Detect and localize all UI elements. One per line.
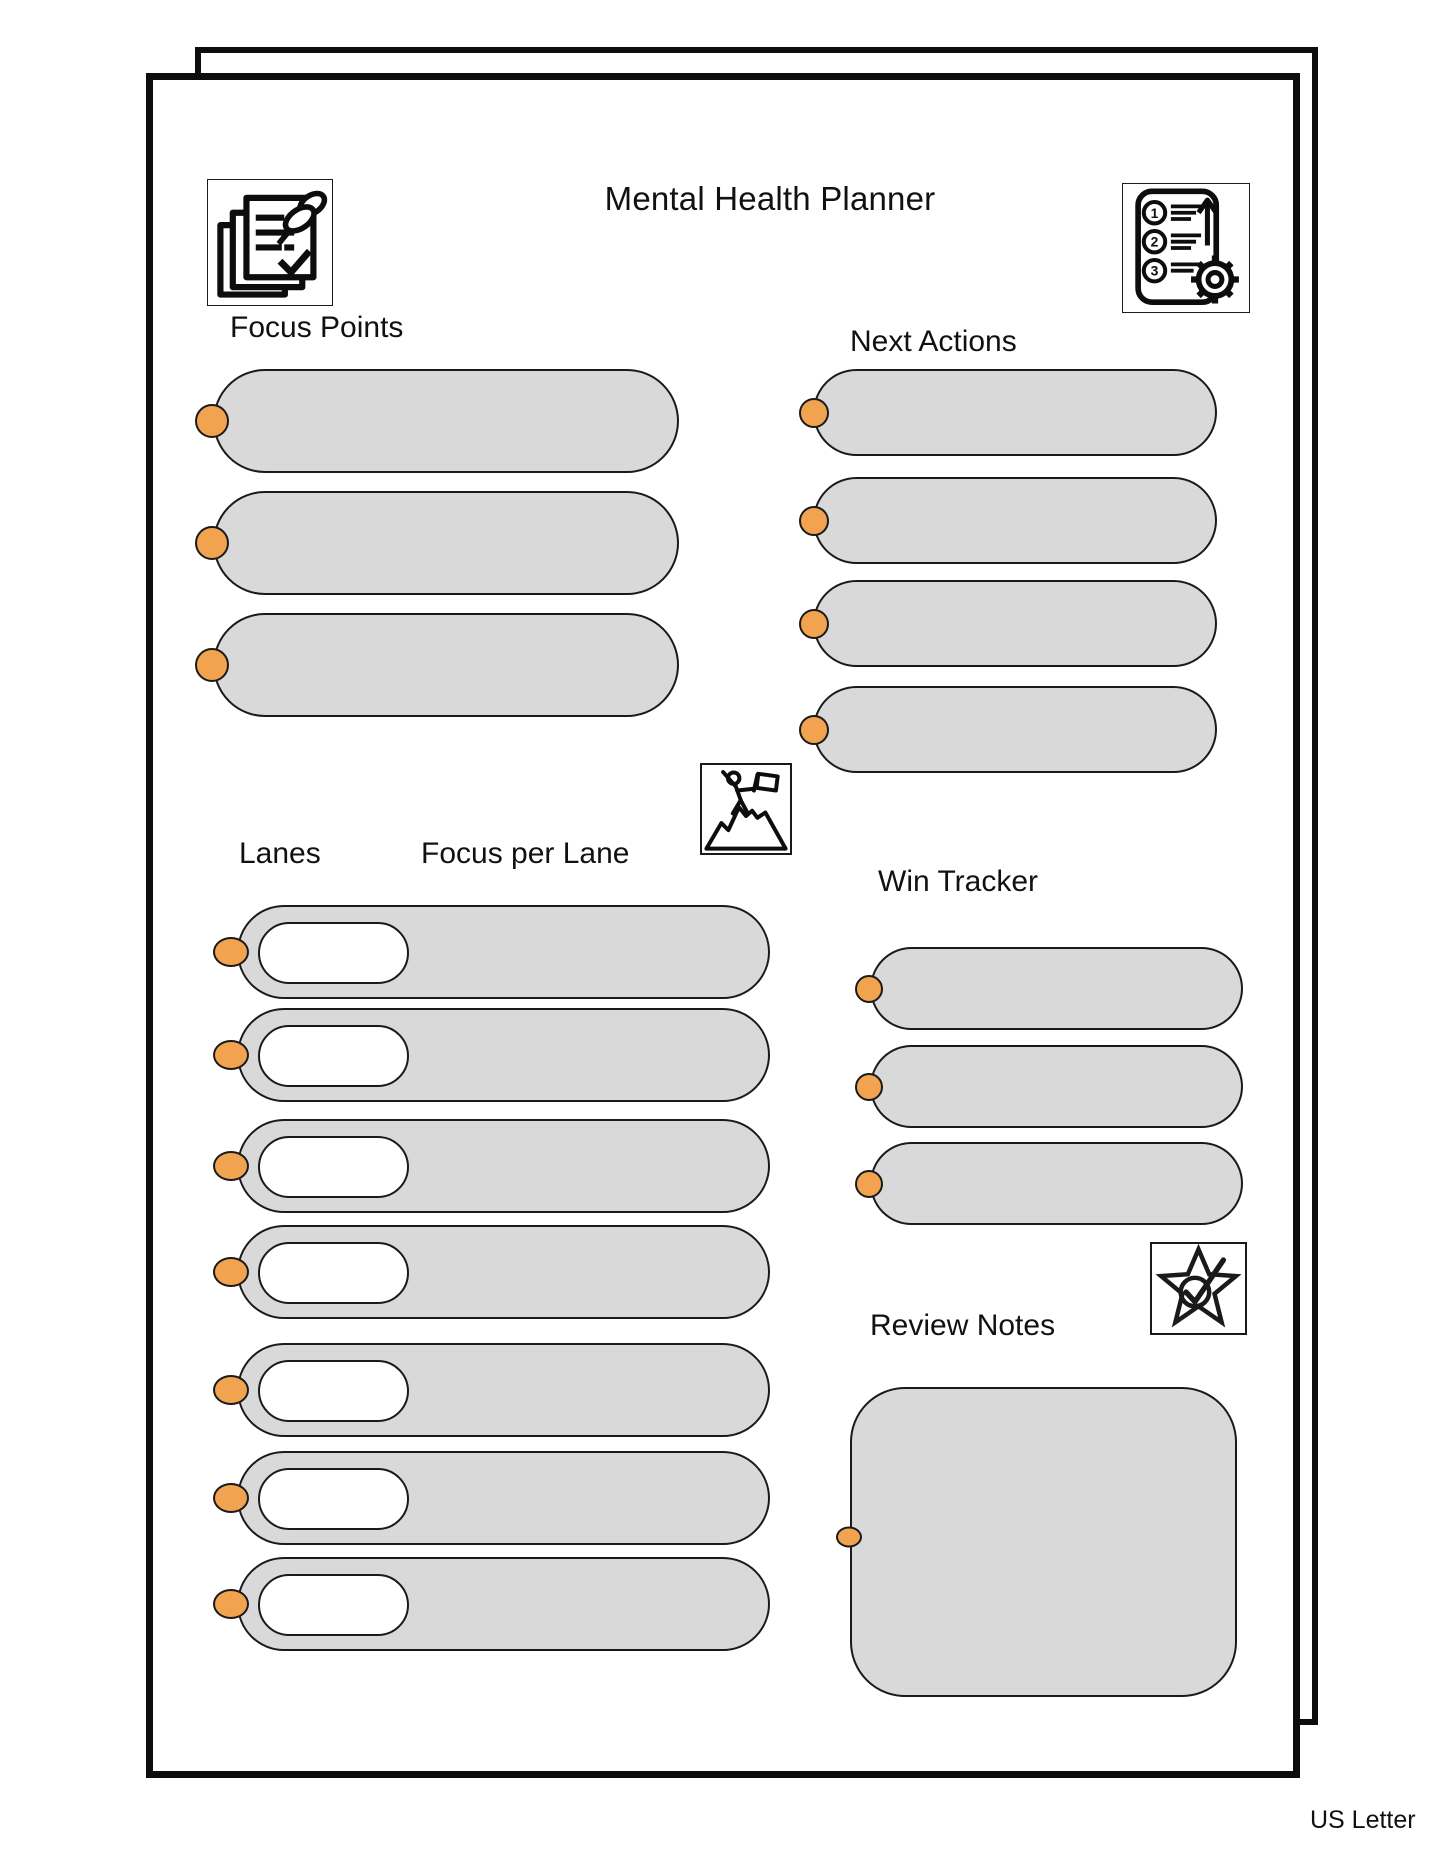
win-slot-3[interactable] xyxy=(855,1142,1243,1225)
bullet-dot xyxy=(855,974,883,1003)
lane-name-field-1[interactable] xyxy=(258,922,409,984)
bullet-dot xyxy=(855,1072,883,1101)
bullet-dot xyxy=(213,1483,249,1513)
lane-row-1[interactable] xyxy=(213,905,770,999)
bullet-dot xyxy=(213,1257,249,1287)
focus-per-lane-heading: Focus per Lane xyxy=(421,837,630,870)
bullet-dot xyxy=(799,714,829,745)
bullet-dot xyxy=(213,1589,249,1619)
lane-name-field-3[interactable] xyxy=(258,1136,409,1198)
win-slot-1[interactable] xyxy=(855,947,1243,1030)
lane-name-field-6[interactable] xyxy=(258,1468,409,1530)
bullet-dot xyxy=(799,608,829,639)
bullet-dot xyxy=(799,505,829,536)
lane-name-field-5[interactable] xyxy=(258,1360,409,1422)
win-tracker-heading: Win Tracker xyxy=(878,865,1039,898)
lane-row-6[interactable] xyxy=(213,1451,770,1545)
notes-pushpin-icon xyxy=(207,179,333,306)
bullet-dot xyxy=(213,1040,249,1070)
win-slot-2[interactable] xyxy=(855,1045,1243,1128)
bullet-dot xyxy=(195,404,229,438)
next-action-slot-4[interactable] xyxy=(799,686,1217,773)
lane-row-7[interactable] xyxy=(213,1557,770,1651)
bullet-dot xyxy=(195,526,229,560)
focus-points-heading: Focus Points xyxy=(230,311,404,344)
bullet-dot xyxy=(213,1375,249,1405)
svg-text:1: 1 xyxy=(1151,205,1159,221)
bullet-dot xyxy=(213,1151,249,1181)
focus-slot-1[interactable] xyxy=(195,369,679,473)
bullet-dot xyxy=(836,1526,862,1548)
svg-text:2: 2 xyxy=(1151,234,1159,250)
focus-slot-3[interactable] xyxy=(195,613,679,717)
bullet-dot xyxy=(213,937,249,967)
lane-name-field-4[interactable] xyxy=(258,1242,409,1304)
review-notes-heading: Review Notes xyxy=(870,1309,1056,1342)
page-title: Mental Health Planner xyxy=(604,180,936,217)
lanes-heading: Lanes xyxy=(239,837,321,870)
next-action-slot-2[interactable] xyxy=(799,477,1217,564)
bullet-dot xyxy=(855,1169,883,1198)
paper-size-label: US Letter xyxy=(1310,1806,1416,1834)
bullet-dot xyxy=(799,397,829,428)
bullet-dot xyxy=(195,648,229,682)
next-action-slot-1[interactable] xyxy=(799,369,1217,456)
review-notes-area[interactable] xyxy=(836,1387,1237,1697)
next-actions-heading: Next Actions xyxy=(850,325,1017,358)
lane-row-5[interactable] xyxy=(213,1343,770,1437)
numbered-list-gear-icon: 1 2 3 xyxy=(1122,183,1250,313)
focus-slot-2[interactable] xyxy=(195,491,679,595)
svg-text:3: 3 xyxy=(1151,263,1159,279)
next-action-slot-3[interactable] xyxy=(799,580,1217,667)
star-checkmark-icon xyxy=(1150,1242,1247,1335)
lane-row-3[interactable] xyxy=(213,1119,770,1213)
lane-row-4[interactable] xyxy=(213,1225,770,1319)
lane-name-field-7[interactable] xyxy=(258,1574,409,1636)
lane-name-field-2[interactable] xyxy=(258,1025,409,1087)
lane-row-2[interactable] xyxy=(213,1008,770,1102)
mountain-climber-flag-icon xyxy=(700,763,792,855)
